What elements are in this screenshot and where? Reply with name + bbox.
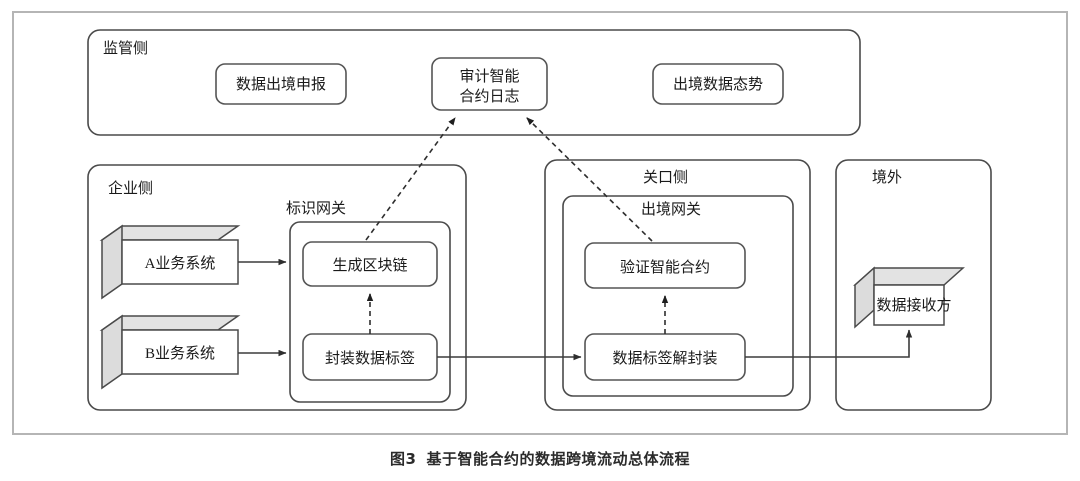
panel-enterprise: 企业侧 A业务系统 B业务系统 标识网关 生成 — [87, 164, 467, 411]
node-verify-contract-box[interactable] — [584, 242, 746, 289]
node-verify-contract[interactable]: 验证智能合约 — [584, 242, 746, 289]
node-system-b[interactable]: B业务系统 — [99, 314, 241, 390]
node-declaration[interactable]: 数据出境申报 — [215, 63, 347, 105]
node-encapsulate-tag-label: 封装数据标签 — [325, 350, 415, 367]
subpanel-exit-gateway-title: 出境网关 — [641, 200, 701, 218]
node-audit-log[interactable]: 审计智能 合约日志 — [431, 57, 548, 111]
node-data-receiver[interactable]: 数据接收方 — [853, 266, 965, 329]
node-encapsulate-tag[interactable]: 封装数据标签 — [302, 333, 438, 381]
node-situation-label: 出境数据态势 — [673, 75, 763, 93]
panel-regulator: 监管侧 数据出境申报 审计智能 合约日志 出境数据态势 — [87, 29, 861, 136]
node-audit-log-label-line2: 合约日志 — [459, 88, 519, 105]
node-generate-blockchain-box[interactable] — [302, 241, 438, 287]
panel-enterprise-title: 企业侧 — [108, 179, 153, 197]
node-audit-log-label-line1: 审计智能 — [459, 67, 519, 85]
node-audit-log-box[interactable] — [431, 57, 548, 111]
figure-caption-title: 基于智能合约的数据跨境流动总体流程 — [426, 450, 690, 468]
node-system-b-label: B业务系统 — [145, 345, 215, 362]
node-data-receiver-label: 数据接收方 — [876, 297, 951, 314]
node-verify-contract-label: 验证智能合约 — [620, 258, 710, 276]
flow-decapsulate-to-receiver — [745, 329, 913, 358]
node-system-b-front-face[interactable] — [121, 329, 239, 375]
node-declaration-box[interactable] — [215, 63, 347, 105]
node-situation-box[interactable] — [652, 63, 784, 105]
node-situation[interactable]: 出境数据态势 — [652, 63, 784, 105]
node-decapsulate-tag-label: 数据标签解封装 — [612, 350, 717, 367]
flow-blockchain-to-audit-log — [365, 117, 456, 241]
node-declaration-label: 数据出境申报 — [236, 75, 326, 93]
panel-overseas-title: 境外 — [872, 168, 902, 186]
panel-regulator-title: 监管侧 — [103, 40, 148, 57]
node-system-a-label: A业务系统 — [145, 255, 216, 272]
node-system-a-front-face[interactable] — [121, 239, 239, 285]
figure-caption-number: 图3 — [390, 450, 417, 468]
subpanel-identification-gateway: 标识网关 生成区块链 封装数据标签 — [286, 200, 451, 403]
node-generate-blockchain-label: 生成区块链 — [332, 257, 407, 274]
node-data-receiver-front-face[interactable] — [873, 284, 945, 326]
node-generate-blockchain[interactable]: 生成区块链 — [302, 241, 438, 287]
panel-customs-title: 关口侧 — [643, 169, 688, 186]
flow-verify-to-audit-log — [526, 117, 653, 242]
node-system-a[interactable]: A业务系统 — [99, 224, 241, 300]
panel-overseas: 境外 数据接收方 — [835, 159, 992, 411]
node-decapsulate-tag[interactable]: 数据标签解封装 — [584, 333, 746, 381]
figure-caption: 图3 基于智能合约的数据跨境流动总体流程 — [0, 448, 1080, 469]
subpanel-identification-gateway-title: 标识网关 — [286, 200, 346, 217]
panel-customs: 关口侧 出境网关 验证智能合约 数据标签解封装 — [544, 159, 811, 411]
subpanel-exit-gateway: 出境网关 验证智能合约 数据标签解封装 — [562, 195, 794, 397]
